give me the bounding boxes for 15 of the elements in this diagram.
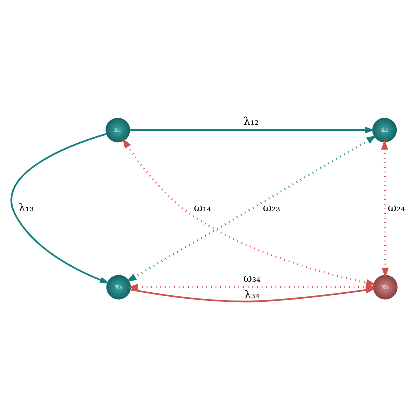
node-circle: x₄ (373, 275, 398, 300)
node-circle: x₁ (106, 118, 130, 143)
edge-label: λ₁₂ (244, 115, 260, 128)
edge-label: λ₃₄ (244, 288, 260, 302)
arrow (11, 134, 110, 284)
edge-label: ω₁₄ (194, 202, 212, 215)
arrow (381, 140, 390, 278)
edge-label: ω₂₃ (263, 202, 280, 215)
arrow (128, 284, 376, 291)
node-circle: x₂ (372, 118, 398, 143)
edge-label: ω₂₄ (388, 202, 406, 215)
edge-label: ω₃₄ (244, 272, 261, 286)
arrow (130, 127, 375, 134)
node-circle: x₃ (106, 275, 132, 300)
edge-label: λ₁₃ (18, 202, 34, 215)
